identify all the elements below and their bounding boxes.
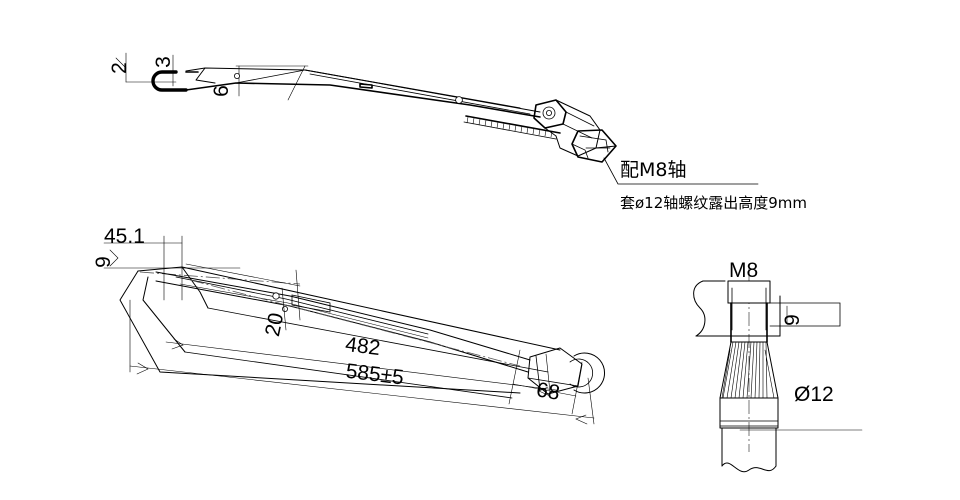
- dim-label-exposed-9: 9: [781, 314, 804, 326]
- dim-label-m8: M8: [729, 259, 758, 282]
- dim-box-9: [769, 302, 841, 327]
- dim-label-thickness-2: 2: [108, 62, 131, 74]
- arm-hook-end: [151, 70, 199, 92]
- note-leader-line: [603, 157, 759, 185]
- arm-clip: [359, 83, 373, 89]
- dim-label-height-9: 9: [92, 256, 115, 268]
- blade-head-connector: [533, 99, 617, 163]
- dim-line-585: [129, 299, 595, 425]
- m8-thread-top: [727, 280, 771, 343]
- dim-line-482: [165, 338, 557, 397]
- note-m8-shaft: 配M8轴: [620, 159, 686, 181]
- view-side-elevation: [115, 52, 759, 185]
- rivet-hole: [455, 96, 463, 104]
- arm-main-body-side: [185, 67, 541, 118]
- dim-label-height-3: 3: [152, 56, 175, 68]
- dim-label-585: 585±5: [344, 360, 405, 390]
- dim-label-68: 68: [535, 378, 562, 404]
- shaft-plain-d12: [719, 397, 779, 473]
- view-plan: [103, 235, 605, 425]
- wiper-blade-serration: [463, 115, 561, 140]
- note-thread-height: 套ø12轴螺纹露出高度9mm: [620, 194, 807, 212]
- dim-bracket-68: [508, 349, 583, 415]
- view-shaft-detail: [693, 268, 863, 473]
- plan-arm-outline: [119, 266, 561, 399]
- plan-arm-tip: [527, 347, 605, 395]
- annotation-notes: 配M8轴 套ø12轴螺纹露出高度9mm: [620, 159, 807, 212]
- dim-label-dia-12: Ø12: [794, 383, 834, 406]
- dim-leader-6: [235, 65, 309, 101]
- dim-label-pivot-20: 20: [261, 311, 288, 339]
- plan-arm-rod: [155, 271, 531, 373]
- rivet-hole: [233, 73, 240, 80]
- dim-label-width-6: 6: [210, 85, 233, 97]
- dim-lines-20: [185, 263, 301, 331]
- dim-label-482: 482: [344, 333, 382, 360]
- dim-label-45-1: 45.1: [104, 225, 145, 248]
